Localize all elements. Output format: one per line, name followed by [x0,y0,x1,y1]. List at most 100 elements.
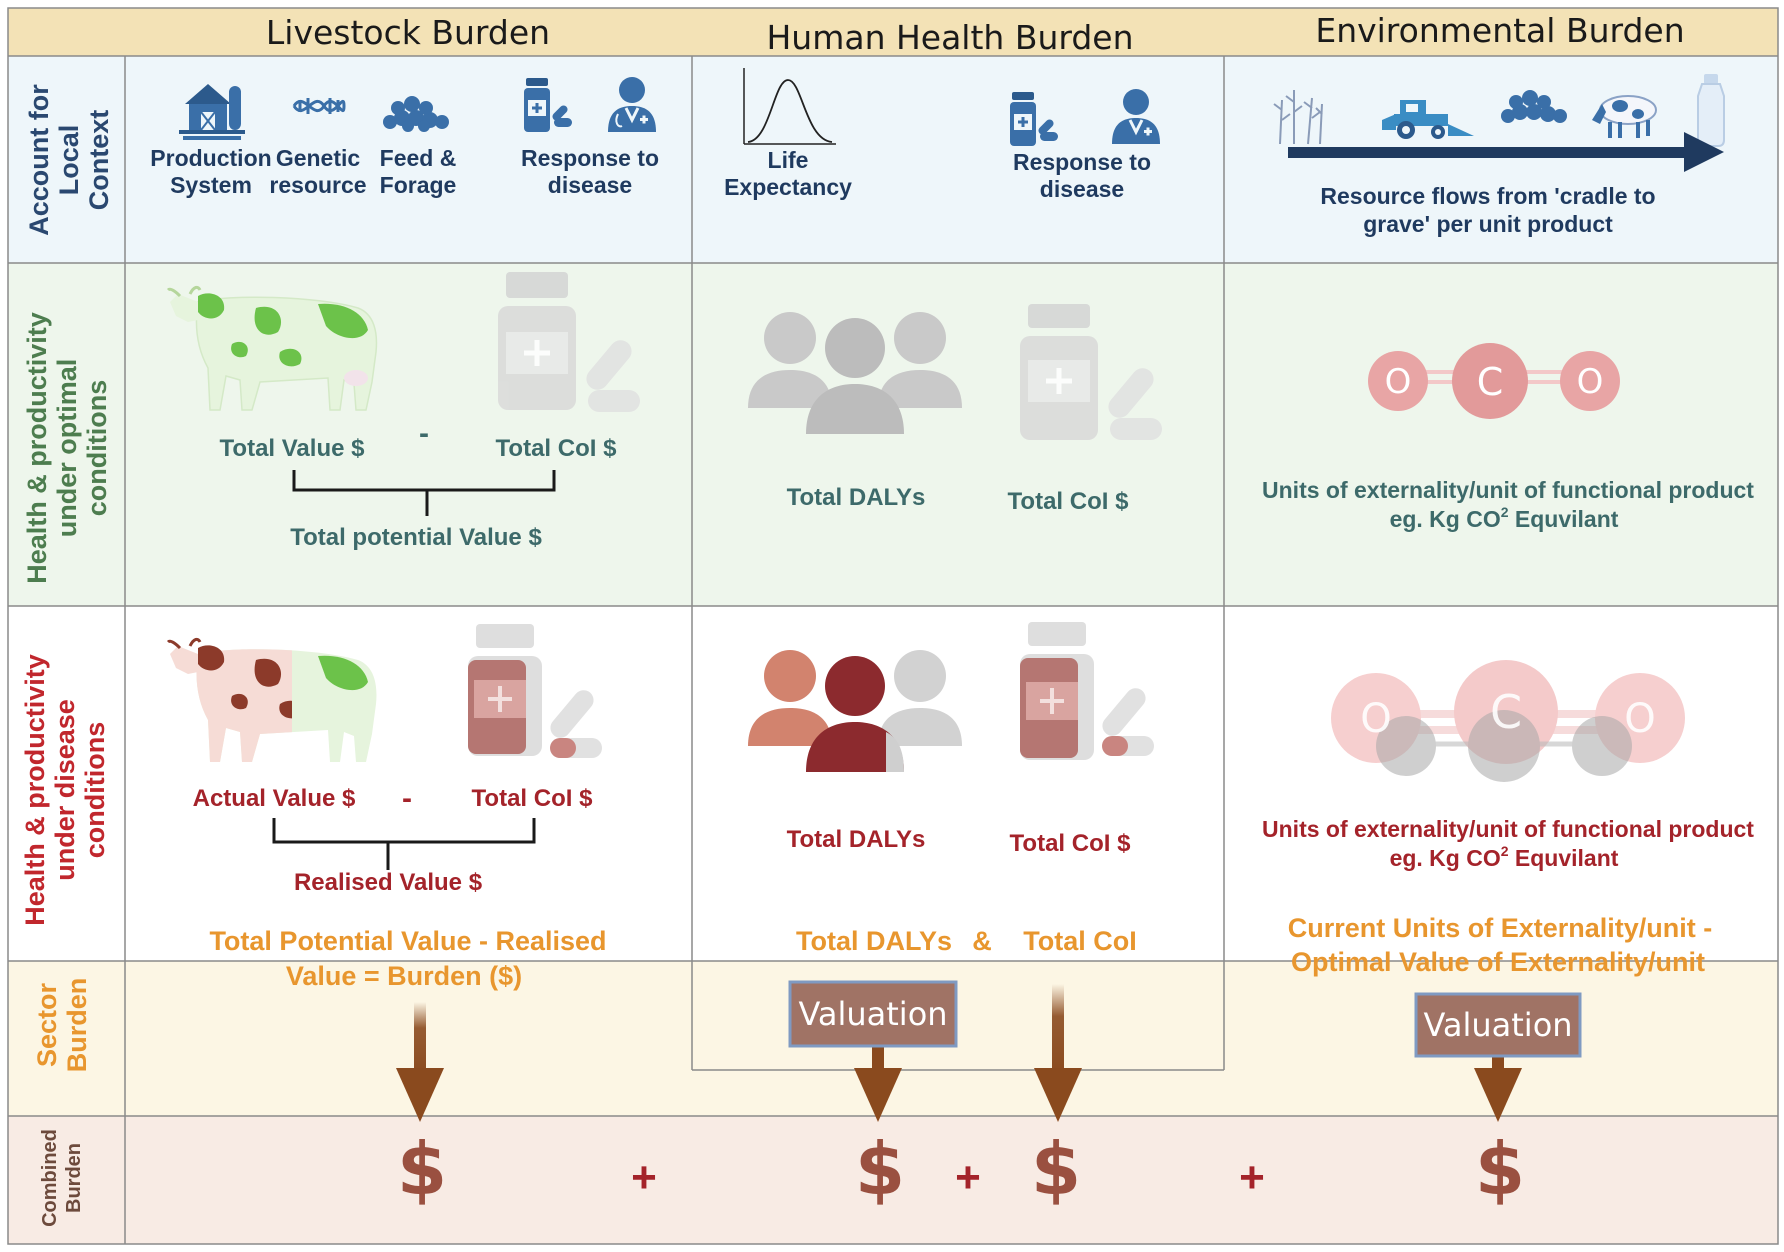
disease-minus-sign: - [402,782,412,815]
svg-text:conditions: conditions [82,380,112,517]
row-label-optimal: Health & productivity under optimal cond… [22,312,112,584]
disease-total-dalys: Total DALYs [787,826,926,853]
context-flows-line1: Resource flows from 'cradle to [1320,183,1655,209]
plus-sign-2: + [955,1153,981,1202]
row-label-disease: Health & productivity under disease cond… [20,654,110,926]
header-environment: Environmental Burden [1315,11,1684,50]
context-life-line1: Life [768,147,809,173]
svg-text:under disease: under disease [50,699,80,881]
optimal-minus-sign: - [419,417,429,450]
valuation-box-human: Valuation [788,980,958,1048]
header-band [8,8,1778,56]
optimal-bracket [292,470,556,516]
svg-text:C: C [1477,360,1504,404]
dna-icon [292,98,346,114]
burden-arrow-valuation-env [1474,1056,1522,1122]
disease-realised-value: Realised Value $ [294,869,483,896]
dollar-sign-livestock: $ [397,1127,447,1211]
optimal-total-value: Total Value $ [220,435,366,462]
optimal-total-col: Total CoI $ [496,435,618,462]
sector-env-line1: Current Units of Externality/unit - [1288,913,1713,943]
partial-medicine-icon-human [1020,622,1154,760]
sector-livestock-line1: Total Potential Value - Realised [209,926,606,956]
svg-text:Sector: Sector [32,982,62,1067]
co2-molecule-icon: O C O [1368,343,1620,419]
plus-sign-3: + [1239,1153,1265,1202]
feed-pile-icon [383,96,449,132]
svg-text:O: O [1577,362,1604,402]
context-feed-line1: Feed & [380,145,457,171]
milk-bottle-icon [1697,74,1725,147]
svg-text:Burden: Burden [62,978,92,1073]
faded-medicine-icon-human [1020,304,1162,440]
svg-text:conditions: conditions [80,722,110,859]
svg-text:Burden: Burden [63,1143,85,1213]
context-human-response-line1: Response to [1013,149,1151,175]
bell-curve-icon [743,68,836,145]
context-life-line2: Expectancy [724,174,852,200]
svg-text:Valuation: Valuation [1423,1006,1572,1044]
valuation-box-environment: Valuation [1414,992,1582,1058]
optimal-human-col: Total CoI $ [1008,488,1130,515]
row-label-local-context: Account for Local Context [24,84,114,236]
disease-externality-line2: eg. Kg CO2 Equvilant [1390,843,1619,871]
context-production-line2: System [170,172,252,198]
dollar-sign-environment: $ [1475,1127,1525,1211]
header-livestock: Livestock Burden [266,13,550,52]
cow-icon-env [1592,95,1657,138]
context-feed-line2: Forage [380,172,457,198]
sector-livestock-line2: Value = Burden ($) [286,961,522,991]
medicine-icon [524,78,572,132]
svg-text:Context: Context [84,110,114,211]
affected-people-icon [748,650,962,772]
svg-text:O: O [1360,696,1391,742]
row-label-sector: Sector Burden [32,978,92,1073]
svg-text:Health & productivity: Health & productivity [22,312,52,584]
doctor-icon [608,77,656,132]
resource-flow-arrow [1288,132,1724,172]
disease-externality-line1: Units of externality/unit of functional … [1262,816,1754,842]
medicine-icon-human [1010,92,1058,146]
partial-medicine-icon [468,624,602,758]
sector-env-line2: Optimal Value of Externality/unit [1291,947,1705,977]
diseased-cow-icon [166,637,377,762]
burden-arrow-col [1034,984,1082,1122]
disease-bracket [272,818,536,870]
optimal-externality-line1: Units of externality/unit of functional … [1262,477,1754,503]
svg-text:under optimal: under optimal [52,359,82,538]
svg-text:Valuation: Valuation [798,995,947,1033]
context-genetic-line1: Genetic [276,145,361,171]
sector-human-col: Total CoI [1023,926,1136,956]
svg-text:Account for: Account for [24,84,54,236]
grid-lines [7,7,1779,1245]
disease-human-col: Total CoI $ [1010,830,1132,857]
sector-human-dalys: Total DALYs [796,926,952,956]
context-response-line1: Response to [521,145,659,171]
people-group-icon [748,312,962,434]
context-flows-line2: grave' per unit product [1363,211,1613,237]
burden-arrow-valuation-human [854,1046,902,1122]
barn-icon [179,84,245,140]
svg-text:Health & productivity: Health & productivity [20,654,50,926]
faded-medicine-icon [498,272,640,412]
disease-total-col: Total CoI $ [472,785,594,812]
header-human-health: Human Health Burden [766,18,1133,57]
svg-text:Combined: Combined [39,1129,61,1227]
co2-molecule-disease-icon: O C O [1331,660,1685,782]
svg-text:C: C [1490,685,1522,739]
optimal-externality-line2: eg. Kg CO2 Equvilant [1390,504,1619,532]
optimal-total-dalys: Total DALYs [787,484,926,511]
tractor-icon [1382,100,1474,139]
plus-sign-1: + [631,1153,657,1202]
context-genetic-line2: resource [269,172,366,198]
feed-pile-icon-env [1501,90,1567,123]
dollar-sign-dalys: $ [855,1127,905,1211]
context-band [8,56,1778,263]
dollar-sign-col: $ [1031,1127,1081,1211]
burden-arrow-livestock [396,1002,444,1122]
optimal-potential-value: Total potential Value $ [290,524,542,551]
combined-band [8,1116,1778,1244]
svg-text:Local: Local [54,125,84,196]
context-response-line2: disease [548,172,632,198]
